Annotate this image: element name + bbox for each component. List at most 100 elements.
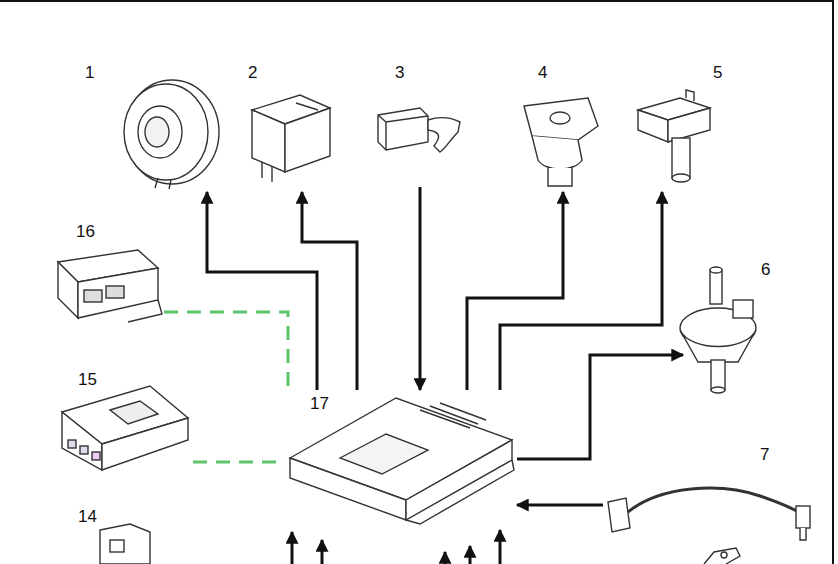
connector xyxy=(467,192,563,390)
callout-number: 5 xyxy=(713,64,722,82)
control-unit xyxy=(58,262,78,318)
clutch-coil xyxy=(125,80,219,184)
relay xyxy=(285,108,330,172)
ignition-coil xyxy=(686,90,694,101)
incoming-arrow xyxy=(291,532,294,564)
sensor-part xyxy=(110,540,124,552)
purge-valve xyxy=(711,387,725,393)
control-unit xyxy=(106,286,124,298)
clutch-coil xyxy=(124,84,208,180)
sensor-part xyxy=(100,524,150,564)
callout-number: 16 xyxy=(76,223,95,241)
engine-ecu xyxy=(340,434,428,474)
purge-valve xyxy=(710,267,722,273)
callout-number: 3 xyxy=(395,64,404,82)
component: 14 xyxy=(75,505,155,564)
ignition-coil xyxy=(672,138,690,178)
connector xyxy=(193,461,285,464)
clutch-coil xyxy=(155,178,171,189)
oxygen-sensor xyxy=(628,488,798,512)
control-unit xyxy=(128,300,162,322)
oxygen-sensor xyxy=(796,506,810,528)
component: 7 xyxy=(603,443,813,553)
callout-number: 7 xyxy=(760,446,769,464)
idle-valve xyxy=(550,112,570,124)
incoming-arrow xyxy=(444,552,447,564)
sensor-part xyxy=(100,524,150,564)
connector xyxy=(500,192,662,390)
control-module xyxy=(110,401,158,424)
incoming-arrow xyxy=(292,530,500,564)
switch-sensor xyxy=(428,118,460,152)
ignition-coil xyxy=(672,174,690,182)
switch-sensor xyxy=(378,108,428,150)
purge-valve xyxy=(680,330,756,362)
connector xyxy=(164,312,288,390)
bracket-part xyxy=(721,552,727,558)
idle-valve xyxy=(524,98,598,140)
engine-ecu xyxy=(290,398,514,524)
purge-valve xyxy=(733,300,753,318)
purge-valve xyxy=(711,360,725,390)
component: 3 xyxy=(370,62,465,187)
connector xyxy=(517,504,603,507)
relay xyxy=(252,95,330,182)
idle-valve xyxy=(524,98,598,186)
oxygen-sensor xyxy=(608,498,630,532)
control-unit xyxy=(78,268,158,318)
control-module xyxy=(80,446,88,454)
incoming-arrow xyxy=(499,530,502,564)
idle-valve xyxy=(548,168,572,186)
incoming-arrow xyxy=(321,540,324,564)
component: 1 xyxy=(82,62,225,192)
connector xyxy=(517,355,683,459)
callout-number: 17 xyxy=(310,395,329,413)
callout-number: 6 xyxy=(761,261,770,279)
relay xyxy=(252,110,285,172)
switch-sensor xyxy=(378,108,460,152)
component: 15 xyxy=(58,368,193,473)
component: 16 xyxy=(52,220,164,328)
engine-ecu xyxy=(406,460,514,524)
idle-valve xyxy=(532,136,582,169)
connector xyxy=(302,192,357,390)
ignition-coil xyxy=(668,108,710,142)
engine-ecu xyxy=(420,403,486,428)
switch-sensor xyxy=(378,115,428,150)
callout-number: 4 xyxy=(538,64,547,82)
component: 5 xyxy=(630,62,730,192)
control-unit xyxy=(58,250,162,322)
component: 6 xyxy=(683,258,778,398)
purge-valve xyxy=(710,270,722,304)
purge-valve xyxy=(680,267,756,393)
ignition-coil xyxy=(638,90,710,182)
incoming-arrow xyxy=(469,546,472,564)
clutch-coil xyxy=(138,106,182,158)
bracket-part xyxy=(704,548,740,564)
component: 17 xyxy=(285,390,517,525)
callout-number: 15 xyxy=(78,371,97,389)
control-module xyxy=(92,452,100,460)
control-module xyxy=(68,440,76,448)
ignition-coil xyxy=(638,110,668,142)
clutch-coil xyxy=(145,117,169,147)
connector xyxy=(419,187,422,390)
callout-number: 14 xyxy=(78,508,97,526)
component: 4 xyxy=(515,62,605,192)
relay xyxy=(262,103,318,182)
control-module xyxy=(62,412,102,470)
callout-number: 1 xyxy=(85,64,94,82)
callout-number: 2 xyxy=(248,64,257,82)
clutch-coil xyxy=(124,80,219,189)
control-unit xyxy=(84,290,102,302)
oxygen-sensor xyxy=(608,488,810,540)
oxygen-sensor xyxy=(800,528,806,540)
component: 2 xyxy=(240,62,335,192)
control-module xyxy=(102,418,188,470)
control-module xyxy=(62,386,188,470)
